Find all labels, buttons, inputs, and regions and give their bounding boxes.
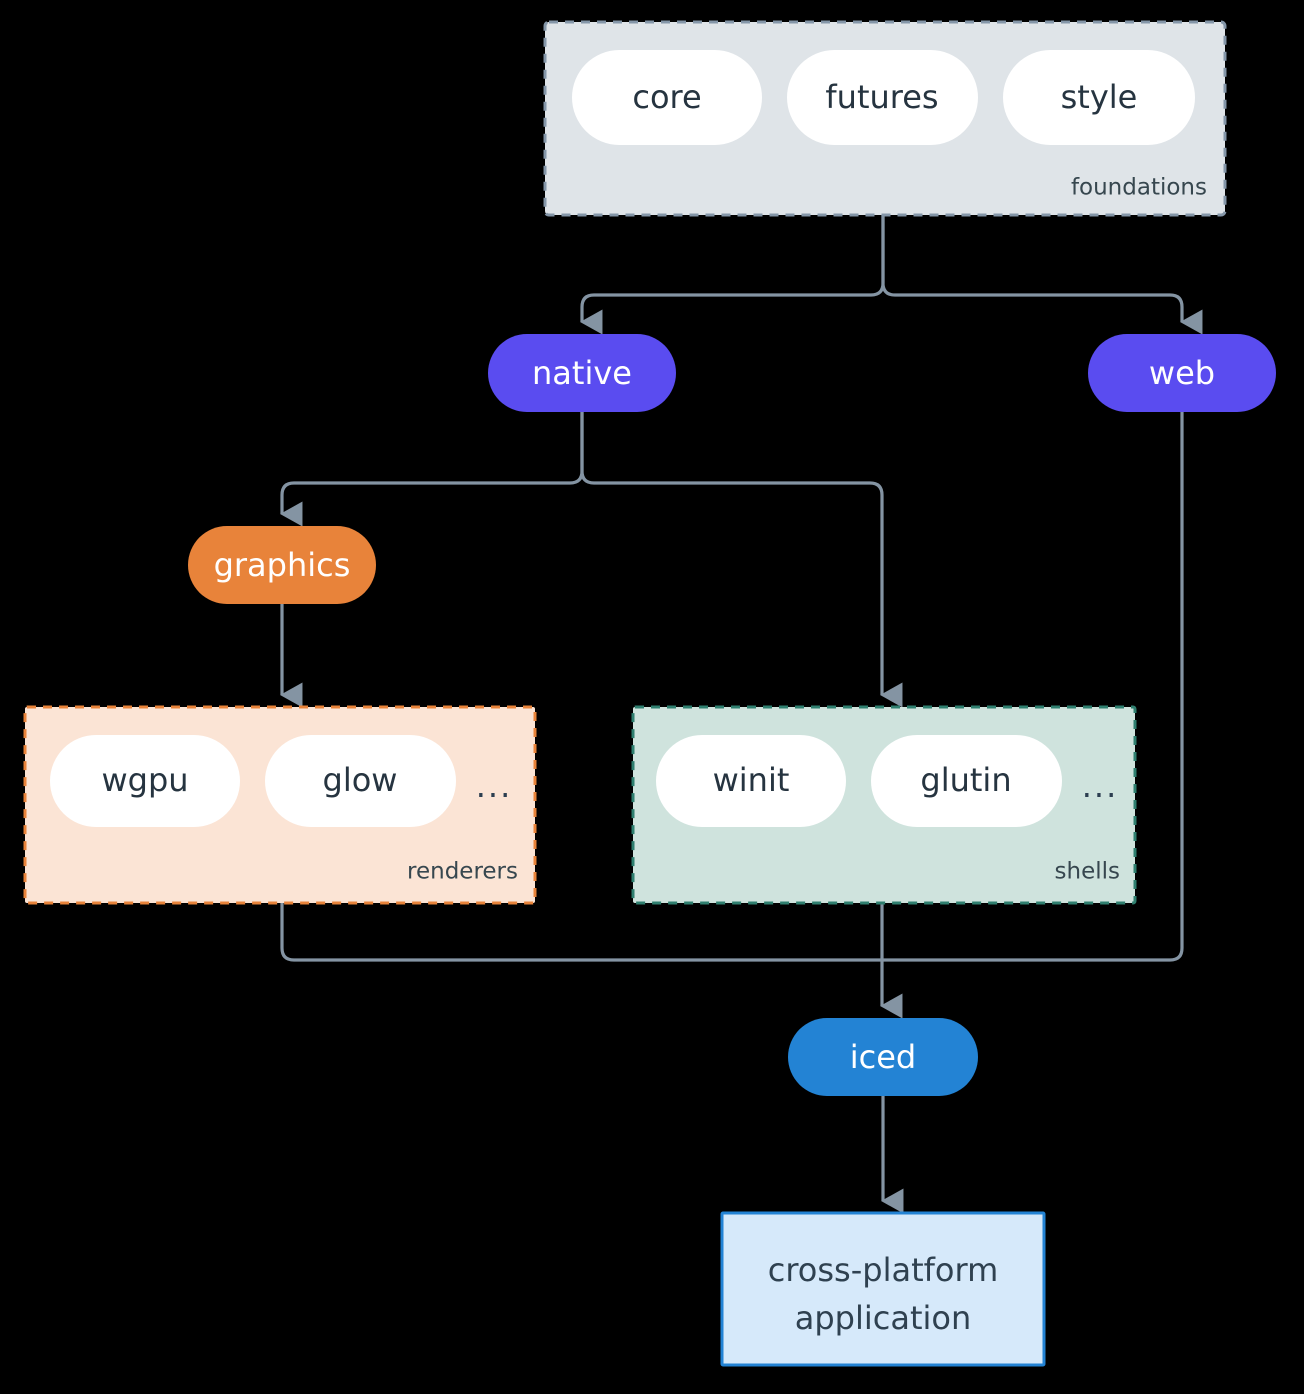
node-iced-label: iced	[850, 1038, 916, 1076]
node-iced-shape	[788, 1018, 978, 1096]
node-wgpu-label: wgpu	[101, 761, 188, 799]
node-native-shape	[488, 334, 676, 412]
node-glow[interactable]: glow	[265, 735, 456, 827]
node-iced[interactable]: iced	[788, 1018, 978, 1096]
node-graphics-label: graphics	[214, 546, 351, 584]
node-cross-platform-application[interactable]: cross-platform application	[720, 1211, 1046, 1367]
node-native[interactable]: native	[488, 334, 676, 412]
node-style[interactable]: style	[1003, 50, 1195, 145]
node-core[interactable]: core	[572, 50, 762, 145]
node-wgpu[interactable]: wgpu	[50, 735, 240, 827]
node-winit-label: winit	[713, 761, 790, 799]
edge-web-to-iced	[882, 412, 1184, 962]
shells-ellipsis: ...	[1082, 767, 1119, 805]
node-futures[interactable]: futures	[787, 50, 978, 145]
cluster-foundations-label: foundations	[1071, 175, 1207, 201]
node-glow-shape	[265, 735, 456, 827]
node-glutin-shape	[871, 735, 1062, 827]
node-cross-platform-application-shape	[720, 1211, 1046, 1367]
node-futures-shape	[787, 50, 978, 145]
node-web[interactable]: web	[1088, 334, 1276, 412]
node-style-label: style	[1061, 78, 1138, 116]
edge-foundations-to-web	[881, 215, 1203, 335]
node-style-shape	[1003, 50, 1195, 145]
node-glow-label: glow	[323, 761, 398, 799]
node-web-label: web	[1149, 354, 1215, 392]
cluster-renderers-label: renderers	[407, 859, 518, 885]
node-glutin-label: glutin	[920, 761, 1011, 799]
node-web-shape	[1088, 334, 1276, 412]
node-application-label-line2: application	[795, 1299, 972, 1337]
cluster-shells[interactable]: winit glutin ... shells	[631, 705, 1137, 905]
node-glutin[interactable]: glutin	[871, 735, 1062, 827]
cluster-foundations[interactable]: core futures style foundations	[543, 20, 1227, 217]
node-graphics-shape	[188, 526, 376, 604]
node-winit[interactable]: winit	[656, 735, 846, 827]
node-application-label-line1: cross-platform	[768, 1251, 998, 1289]
node-wgpu-shape	[50, 735, 240, 827]
edge-native-to-shells	[580, 412, 903, 708]
node-core-shape	[572, 50, 762, 145]
edge-renderers-to-iced	[280, 903, 882, 962]
node-core-label: core	[632, 78, 701, 116]
cluster-renderers[interactable]: wgpu glow ... renderers	[23, 705, 537, 905]
renderers-ellipsis: ...	[476, 767, 513, 805]
node-futures-label: futures	[825, 78, 938, 116]
cluster-shells-label: shells	[1055, 859, 1120, 885]
node-native-label: native	[532, 354, 632, 392]
node-graphics[interactable]: graphics	[188, 526, 376, 604]
node-winit-shape	[656, 735, 846, 827]
